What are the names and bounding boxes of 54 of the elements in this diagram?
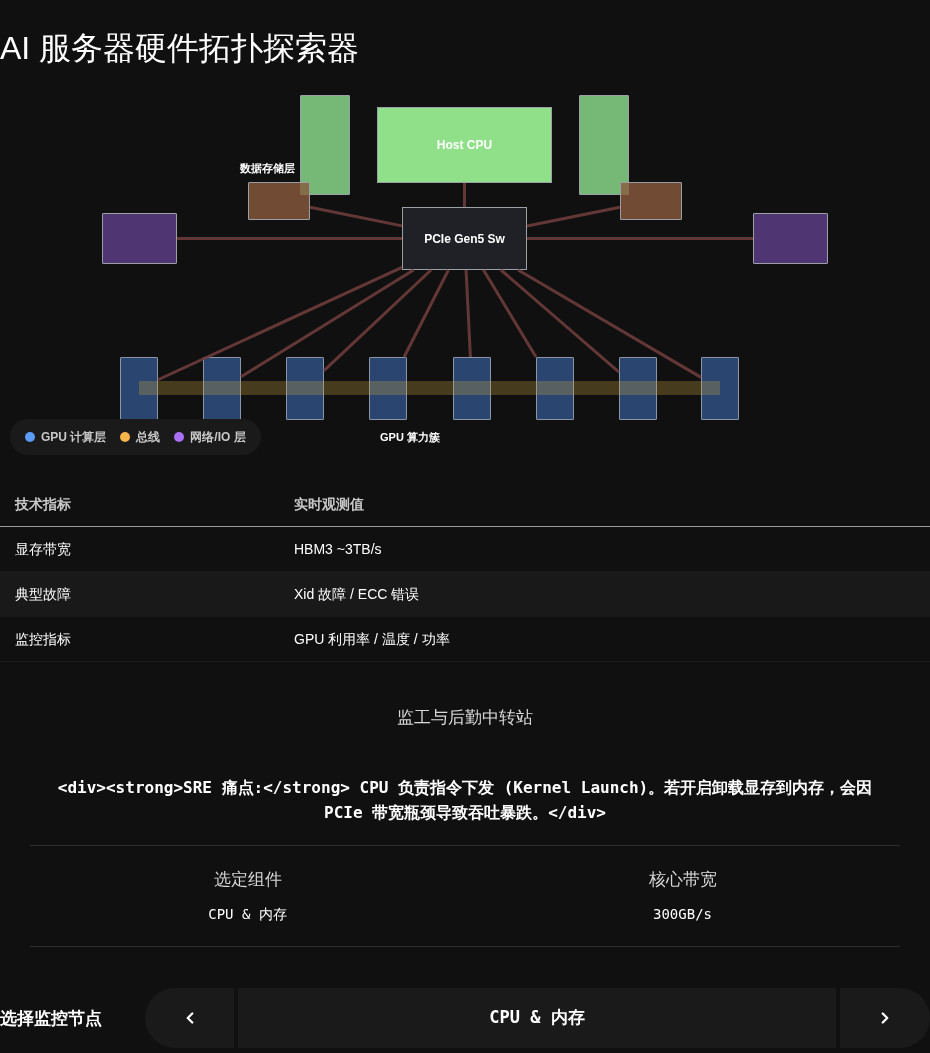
- connector-line: [177, 237, 402, 240]
- table-cell-text: HBM3 ~3TB/s: [294, 539, 382, 559]
- legend-text: 网络/IO 层: [190, 429, 246, 446]
- node-select-button: CPU & 内存: [238, 988, 836, 1048]
- table-cell-text: 典型故障: [14, 585, 72, 604]
- connector-line: [402, 269, 450, 358]
- network-box: [753, 213, 828, 264]
- node-label: Host CPU: [436, 137, 493, 154]
- storage-box: [620, 182, 682, 220]
- description-text: <div><strong>SRE 痛点:</strong> CPU 负责指令下发 (Kernel Launch)。若开启卸载显存到内存，会因 PCIe 带宽瓶颈导致吞吐暴跌。</div>: [56, 777, 874, 824]
- gpu-box: [619, 357, 657, 420]
- table-cell-text: 监控指标: [14, 629, 72, 649]
- table-cell-text: 实时观测值: [294, 494, 364, 514]
- stat-value: CPU & 内存: [207, 905, 288, 925]
- legend-text: 总线: [136, 429, 161, 446]
- table-cell-text: Xid 故障 / ECC 错误: [294, 585, 420, 604]
- gpu-box: [453, 357, 491, 420]
- storage-box: [248, 182, 310, 220]
- node-label: PCIe Gen5 Sw: [424, 230, 505, 248]
- interconnect-bar: [139, 381, 720, 395]
- connector-line: [517, 268, 702, 379]
- control-label: 选择监控节点: [0, 1008, 102, 1030]
- layer-label: 数据存储层: [240, 161, 295, 176]
- gpu-box: [286, 357, 324, 420]
- connector-line: [322, 268, 433, 372]
- table-cell-text: 显存带宽: [14, 539, 72, 559]
- switch-box: [402, 207, 527, 270]
- gpu-box: [369, 357, 407, 420]
- connector-line: [482, 269, 538, 358]
- page-title: AI 服务器硬件拓扑探索器: [0, 29, 360, 68]
- legend-text: GPU 计算层: [41, 429, 107, 446]
- table-cell-text: 技术指标: [13, 494, 72, 514]
- connector-line: [464, 269, 472, 358]
- panel-title: 监工与后勤中转站: [397, 706, 533, 729]
- gpu-box: [701, 357, 739, 420]
- gpu-box: [120, 357, 158, 420]
- layer-label: GPU 算力簇: [380, 430, 440, 445]
- stat-value: 300GB/s: [652, 905, 713, 925]
- table-cell-text: GPU 利用率 / 温度 / 功率: [294, 629, 450, 649]
- cpu-box: [377, 107, 552, 183]
- connector-line: [526, 205, 621, 228]
- memory-module: [300, 95, 350, 195]
- gpu-box: [536, 357, 574, 420]
- connector-line: [527, 237, 753, 240]
- connector-line: [240, 268, 415, 379]
- stat-label: 选定组件: [212, 867, 283, 891]
- network-box: [102, 213, 177, 264]
- memory-module: [579, 95, 629, 195]
- connector-line: [463, 183, 466, 207]
- connector-line: [499, 268, 620, 374]
- stat-label: 核心带宽: [647, 867, 718, 891]
- connector-line: [157, 265, 403, 382]
- gpu-box: [203, 357, 241, 420]
- connector-line: [309, 205, 403, 228]
